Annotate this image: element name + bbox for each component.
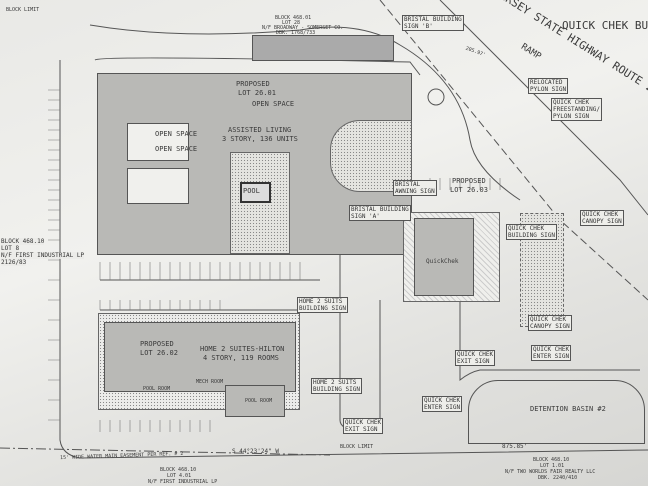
parcel-left-block: BLOCK 468.10 <box>1 238 45 245</box>
lot-26-01-label: PROPOSED <box>236 80 270 88</box>
parcel-br-deed: DBK. 2240/410 <box>538 475 578 481</box>
bristal-sign-a: BRISTAL BUILDING SIGN 'A' <box>349 205 411 221</box>
open-space-label-2: OPEN SPACE <box>155 145 198 153</box>
pool-room-label-1: POOL ROOM <box>143 386 171 392</box>
pool-label: POOL <box>243 187 260 195</box>
assisted-living-label: ASSISTED LIVING <box>228 126 292 134</box>
easement-line <box>0 447 331 456</box>
entry-plaza <box>330 120 412 192</box>
home2-suites-building <box>104 322 296 392</box>
parcel-bl-block: BLOCK 468.10 <box>160 467 197 473</box>
plaza-circle <box>427 88 445 106</box>
parking-stripes <box>48 89 501 432</box>
lot-26-03-label: PROPOSED <box>452 177 486 185</box>
existing-building-top <box>252 35 394 61</box>
block-limit-bottom: BLOCK LIMIT <box>340 444 374 450</box>
qc-building-sign: QUICK CHEK BUILDING SIGN <box>506 224 557 240</box>
open-space-courtyard-2 <box>127 168 189 204</box>
detention-basin-label: DETENTION BASIN #2 <box>530 405 606 413</box>
detention-basin <box>468 380 645 444</box>
quick-chek-store-label: QuickChek <box>426 258 459 265</box>
highway-edge <box>439 0 648 216</box>
block-limit-top: BLOCK LIMIT <box>6 7 40 13</box>
parcel-br-block: BLOCK 468.10 <box>533 457 570 463</box>
quick-chek-store <box>414 218 474 296</box>
parcel-bl-lot: LOT 4.01 <box>167 473 192 479</box>
home2-label: HOME 2 SUITES-HILTON <box>200 345 285 353</box>
home2-building-sign-1: HOME 2 SUITS BUILDING SIGN <box>297 297 348 313</box>
qc-freestanding-pylon-sign: QUICK CHEK FREESTANDING/ PYLON SIGN <box>551 98 602 121</box>
open-space-courtyard-1 <box>127 123 189 161</box>
parcel-top-owner: N/F BROADWAY - SOMERSET CO. <box>262 25 344 31</box>
qc-canopy-sign-1: QUICK CHEK CANOPY SIGN <box>580 210 624 226</box>
pool <box>240 182 271 203</box>
home2-detail: 4 STORY, 119 ROOMS <box>203 354 279 362</box>
quick-chek-curb <box>410 299 640 382</box>
open-space-label-1: OPEN SPACE <box>155 130 198 138</box>
lot-26-02-number: LOT 26.02 <box>140 349 178 357</box>
qc-exit-sign-1: QUICK CHEK EXIT SIGN <box>455 350 496 366</box>
lot-26-03-number: LOT 26.03 <box>450 186 488 194</box>
parcel-top-lot: LOT 28 <box>282 20 301 26</box>
parcel-br-lot: LOT 1.01 <box>540 463 565 469</box>
lot-26-01-number: LOT 26.01 <box>238 89 276 97</box>
home2-pool-room <box>225 385 285 417</box>
site-boundary <box>59 60 648 459</box>
mech-room-label: MECH ROOM <box>196 379 224 385</box>
parcel-bl-owner: N/F FIRST INDUSTRIAL LP <box>148 479 218 485</box>
parcel-left-owner: N/F FIRST INDUSTRIAL LP <box>1 252 85 259</box>
pool-room-label-2: POOL ROOM <box>245 398 273 404</box>
parcel-left-deed: 2126/83 <box>1 259 27 266</box>
parcel-left-lot: LOT 8 <box>1 245 20 252</box>
lot-26-02-label: PROPOSED <box>140 340 174 348</box>
qc-enter-sign-2: QUICK CHEK ENTER SIGN <box>422 396 463 412</box>
drive-aisle <box>339 230 381 431</box>
parcel-br-owner: N/F TWO WORLDS FAIR REALTY LLC <box>505 469 596 475</box>
qc-canopy-sign-2: QUICK CHEK CANOPY SIGN <box>528 315 572 331</box>
bristal-sign-b: BRISTAL BUILDING SIGN 'B' <box>402 15 464 31</box>
pool-deck <box>230 152 290 254</box>
bristal-awning-sign: BRISTAL AWNING SIGN <box>393 180 437 196</box>
parcel-top-deed: DBK. 1768/733 <box>276 30 316 36</box>
drawing-title: QUICK CHEK BUIL <box>562 19 648 32</box>
relocated-pylon-sign: RELOCATED PYLON SIGN <box>528 78 569 94</box>
highway-ramp-edge <box>379 0 648 301</box>
assisted-living-detail: 3 STORY, 136 UNITS <box>222 135 298 143</box>
qc-enter-sign-1: QUICK CHEK ENTER SIGN <box>531 345 572 361</box>
parcel-top-block: BLOCK 468.01 <box>275 15 312 21</box>
bearing-south: S 44°23'24" W <box>232 448 279 455</box>
qc-exit-sign-2: QUICK CHEK EXIT SIGN <box>343 418 384 434</box>
distance-label: 875.85' <box>502 443 528 450</box>
open-space-label-main: OPEN SPACE <box>252 100 295 108</box>
home2-building-sign-2: HOME 2 SUITS BUILDING SIGN <box>311 378 362 394</box>
